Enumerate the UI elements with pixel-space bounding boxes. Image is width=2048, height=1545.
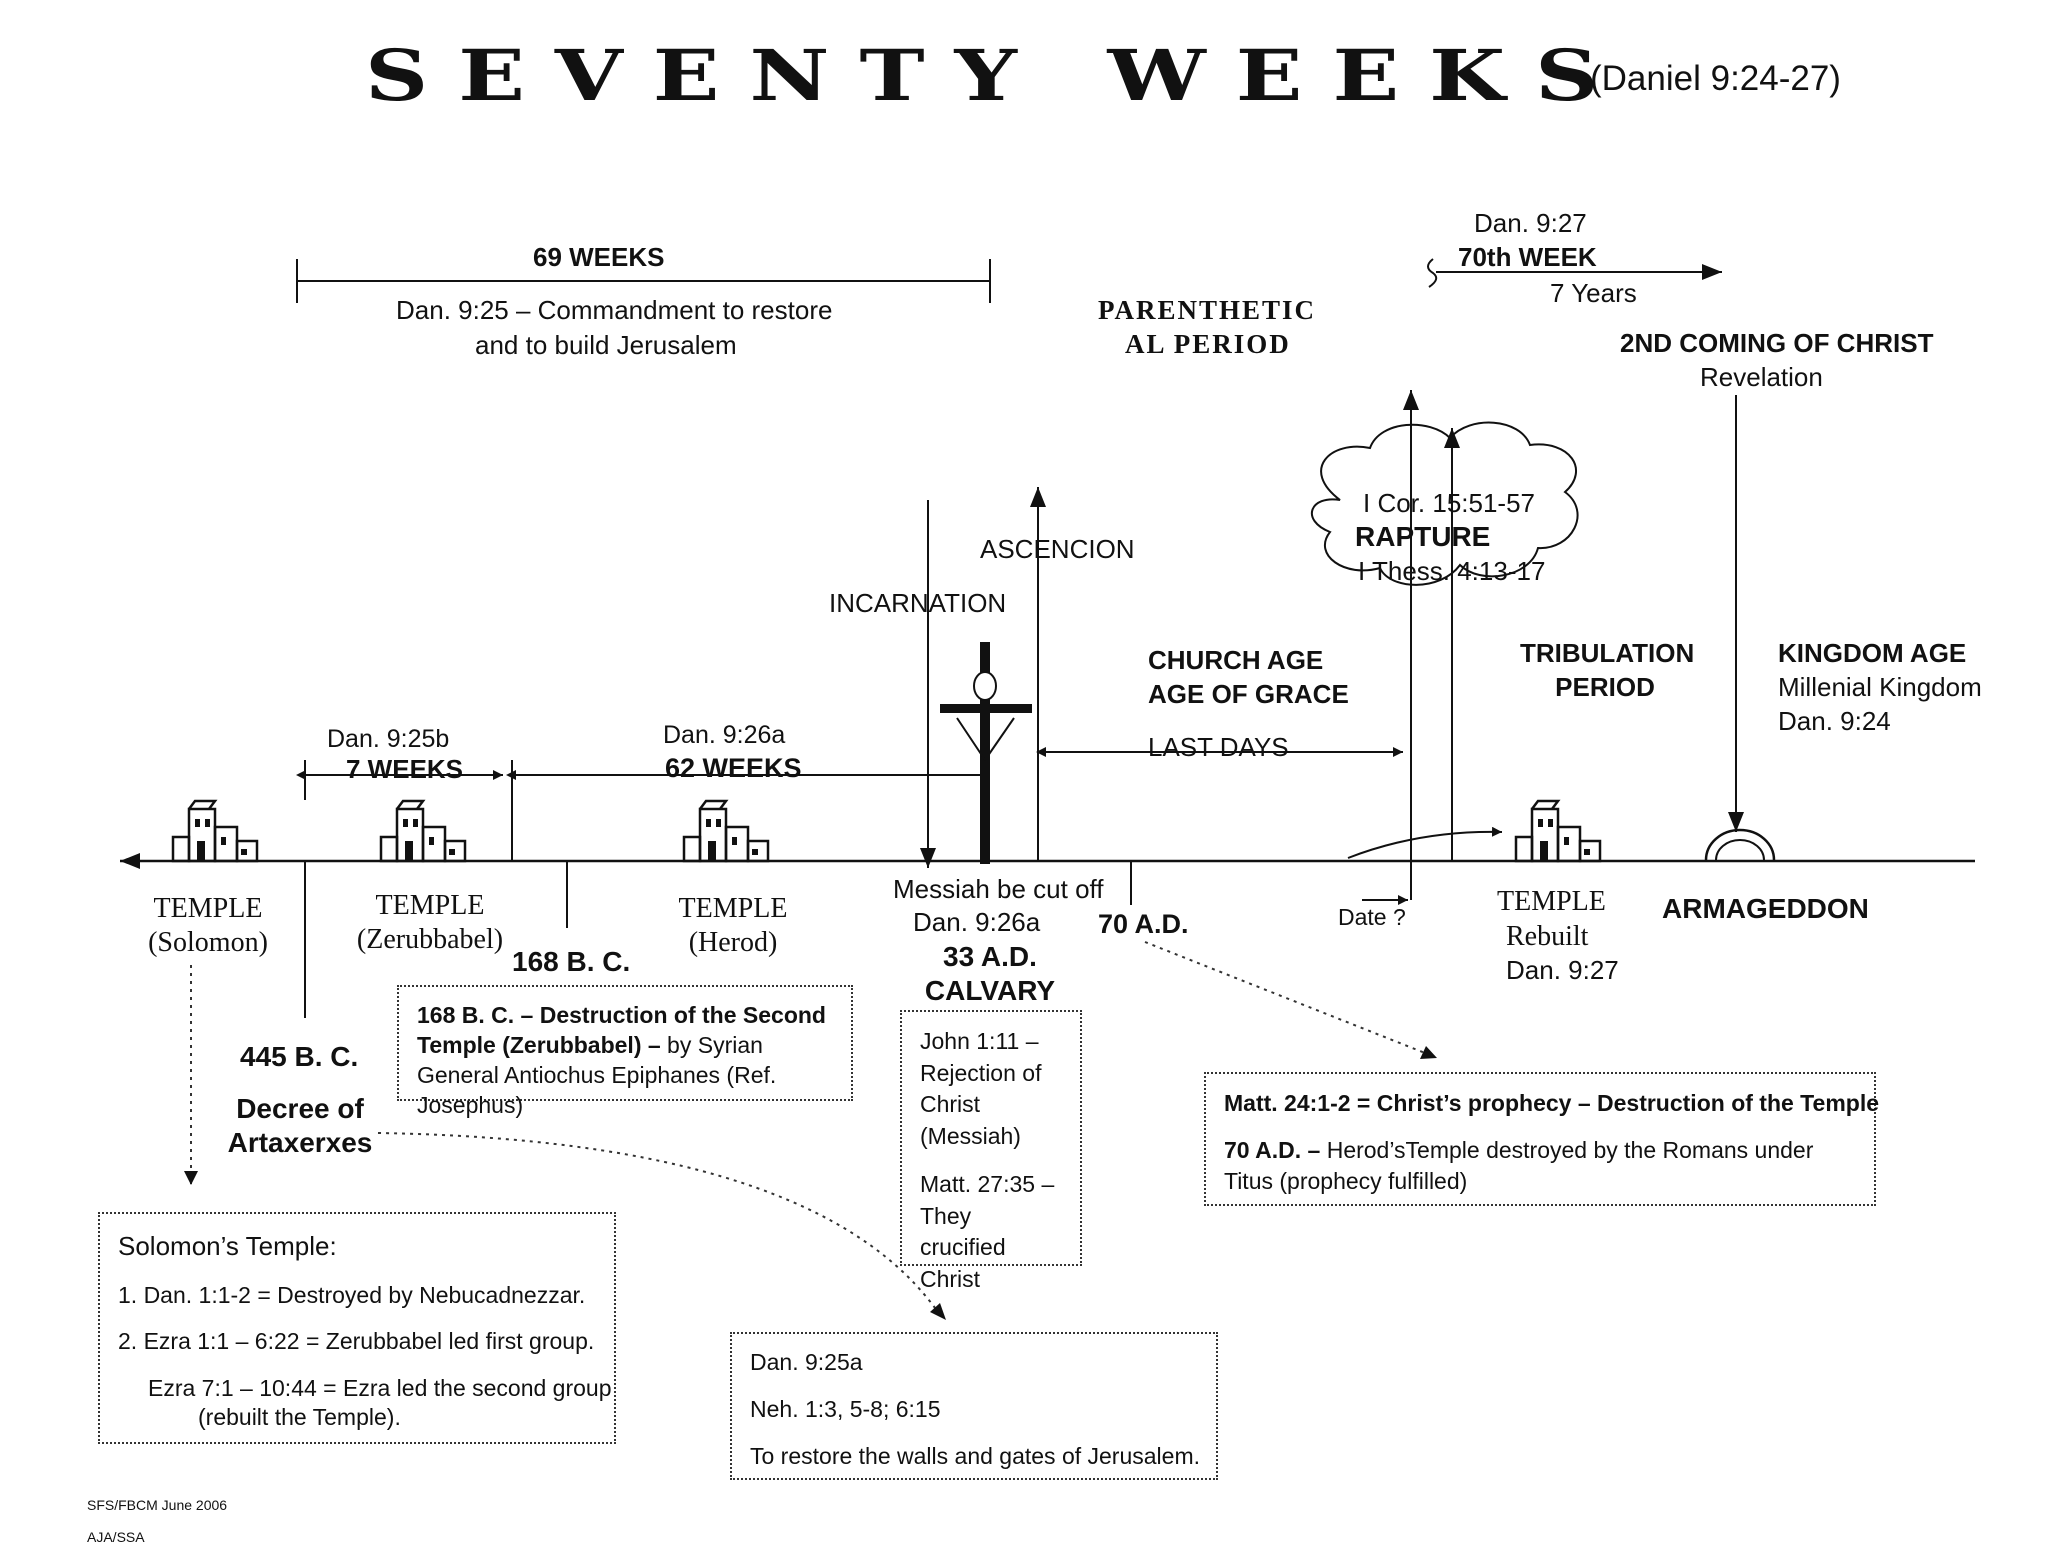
box-matt-bold: 70 A.D. – (1224, 1137, 1321, 1164)
box-solomon-item-2: 2. Ezra 1:1 – 6:22 = Zerubbabel led firs… (118, 1328, 595, 1355)
decree-pointer-head (930, 1303, 946, 1320)
seven-weeks-label: 7 WEEKS (346, 754, 464, 784)
temple-herod-label-2: (Herod) (688, 927, 778, 958)
box-solomon-item-3b: (rebuilt the Temple). (198, 1403, 401, 1430)
messiah-cut-off-label: Messiah be cut off (893, 874, 1104, 904)
rapture-label: RAPTURE (1355, 521, 1491, 552)
rebuilt-curve-arrow (1347, 826, 1503, 859)
box-john-p1: John 1:11 – Rejection of Christ (Messiah… (920, 1028, 1042, 1150)
calvary-label: CALVARY (924, 975, 1056, 1006)
weeks69-desc-1: Dan. 9:25 – Commandment to restore (396, 295, 833, 325)
decree-label-2: Artaxerxes (227, 1127, 373, 1158)
tribulation-label-1: TRIBULATION (1520, 638, 1695, 668)
temple-herod-icon (682, 799, 770, 863)
temple-rebuilt-label-2: Rebuilt (1506, 921, 1589, 952)
armageddon-label: ARMAGEDDON (1662, 893, 1869, 924)
cross-horizontal (940, 704, 1032, 713)
church-age-label-2: AGE OF GRACE (1148, 679, 1349, 709)
footer-line-1: SFS/FBCM June 2006 (87, 1497, 228, 1513)
box-nehemiah: Dan. 9:25a Neh. 1:3, 5-8; 6:15 To restor… (730, 1332, 1218, 1480)
box-nehemiah-p3: To restore the walls and gates of Jerusa… (750, 1442, 1201, 1469)
tribulation-label-2: PERIOD (1555, 672, 1655, 702)
footer-line-2: AJA/SSA (87, 1529, 145, 1545)
armageddon-dome-inner (1715, 839, 1765, 861)
cross-vertical (980, 642, 990, 864)
box-nehemiah-p1: Dan. 9:25a (750, 1349, 863, 1375)
parenthetical-label-1: PARENTHETIC (1098, 295, 1317, 325)
temple-zerubbabel-icon (379, 799, 467, 863)
seven-weeks-ref: Dan. 9:25b (327, 725, 450, 753)
incarnation-label: INCARNATION (829, 588, 1007, 618)
ad70-pointer-head (1420, 1046, 1437, 1059)
week70-label: 70th WEEK (1458, 242, 1597, 272)
second-coming-sub: Revelation (1700, 362, 1823, 392)
box-john-p2: Matt. 27:35 – They crucified Christ (920, 1170, 1055, 1293)
temple-rebuilt-icon (1514, 799, 1602, 863)
church-age-label-1: CHURCH AGE (1148, 645, 1324, 675)
week70-years: 7 Years (1550, 278, 1637, 308)
rapture-ref-1: I Cor. 15:51-57 (1363, 488, 1535, 518)
ad33-label: 33 A.D. (943, 941, 1037, 972)
temple-solomon-label-1: TEMPLE (153, 893, 263, 924)
cross-arm-right (984, 717, 1015, 761)
temple-solomon-icon (171, 799, 259, 863)
cross-head (973, 671, 997, 701)
temple-herod-label-1: TEMPLE (678, 893, 788, 924)
weeks69-label: 69 WEEKS (533, 242, 665, 272)
decree-label-1: Decree of (236, 1093, 364, 1124)
title-reference: (Daniel 9:24-27) (1590, 59, 1841, 98)
rapture-cloud (1310, 421, 1579, 586)
box-solomon-title: Solomon’s Temple: (118, 1231, 337, 1261)
temple-rebuilt-label-1: TEMPLE (1497, 886, 1606, 917)
temple-zerubbabel-label-1: TEMPLE (375, 890, 485, 921)
messiah-ref: Dan. 9:26a (913, 907, 1041, 937)
kingdom-age-label: KINGDOM AGE (1778, 638, 1967, 668)
kingdom-age-sub: Millenial Kingdom (1778, 672, 1982, 702)
box-solomon: Solomon’s Temple: 1. Dan. 1:1-2 = Destro… (98, 1212, 616, 1444)
second-coming-label: 2ND COMING OF CHRIST (1620, 328, 1934, 358)
box-matt-title: Matt. 24:1-2 = Christ’s prophecy – Destr… (1224, 1090, 1879, 1116)
box-solomon-item-1: 1. Dan. 1:1-2 = Destroyed by Nebucadnezz… (118, 1281, 586, 1308)
box-168bc-text: by Syrian General Antiochus Epiphanes (R… (417, 1031, 777, 1118)
box-john: John 1:11 – Rejection of Christ (Messiah… (900, 1010, 1082, 1292)
box-168bc: 168 B. C. – Destruction of the Second Te… (397, 985, 853, 1118)
box-nehemiah-p2: Neh. 1:3, 5-8; 6:15 (750, 1395, 941, 1422)
week70-ref: Dan. 9:27 (1474, 208, 1587, 238)
box-matt-body: 70 A.D. – Herod’sTemple destroyed by the… (1224, 1135, 1856, 1197)
week70-squiggle (1427, 258, 1438, 288)
cross-arm-left (956, 717, 986, 761)
sixtytwo-weeks-label: 62 WEEKS (665, 753, 802, 783)
date-unknown-label: Date ? (1338, 904, 1406, 930)
parenthetical-label-2: AL PERIOD (1125, 329, 1291, 359)
weeks69-desc-2: and to build Jerusalem (475, 330, 737, 360)
page-title: SEVENTY WEEKS (365, 34, 1629, 117)
kingdom-age-ref: Dan. 9:24 (1778, 706, 1891, 736)
box-solomon-item-3a: Ezra 7:1 – 10:44 = Ezra led the second g… (148, 1375, 612, 1401)
bc445-label: 445 B. C. (240, 1041, 359, 1072)
solomon-pointer-head (184, 1171, 198, 1185)
sixtytwo-weeks-ref: Dan. 9:26a (663, 721, 786, 749)
temple-rebuilt-ref: Dan. 9:27 (1506, 955, 1619, 985)
ad70-pointer (1144, 941, 1431, 1056)
bc168-label: 168 B. C. (512, 946, 631, 977)
armageddon-dome (1704, 828, 1776, 861)
temple-zerubbabel-label-2: (Zerubbabel) (356, 924, 504, 955)
ad70-label: 70 A.D. (1098, 909, 1189, 939)
temple-solomon-label-2: (Solomon) (148, 927, 268, 958)
box-matt: Matt. 24:1-2 = Christ’s prophecy – Destr… (1204, 1072, 1879, 1206)
rapture-ref-2: I Thess. 4:13-17 (1358, 556, 1546, 586)
last-days-label: LAST DAYS (1148, 732, 1289, 762)
box-matt-text: Herod’sTemple destroyed by the Romans un… (1224, 1137, 1814, 1195)
ascension-label: ASCENCION (980, 534, 1135, 564)
box-168bc-bold: 168 B. C. – Destruction of the Second Te… (417, 1002, 826, 1058)
